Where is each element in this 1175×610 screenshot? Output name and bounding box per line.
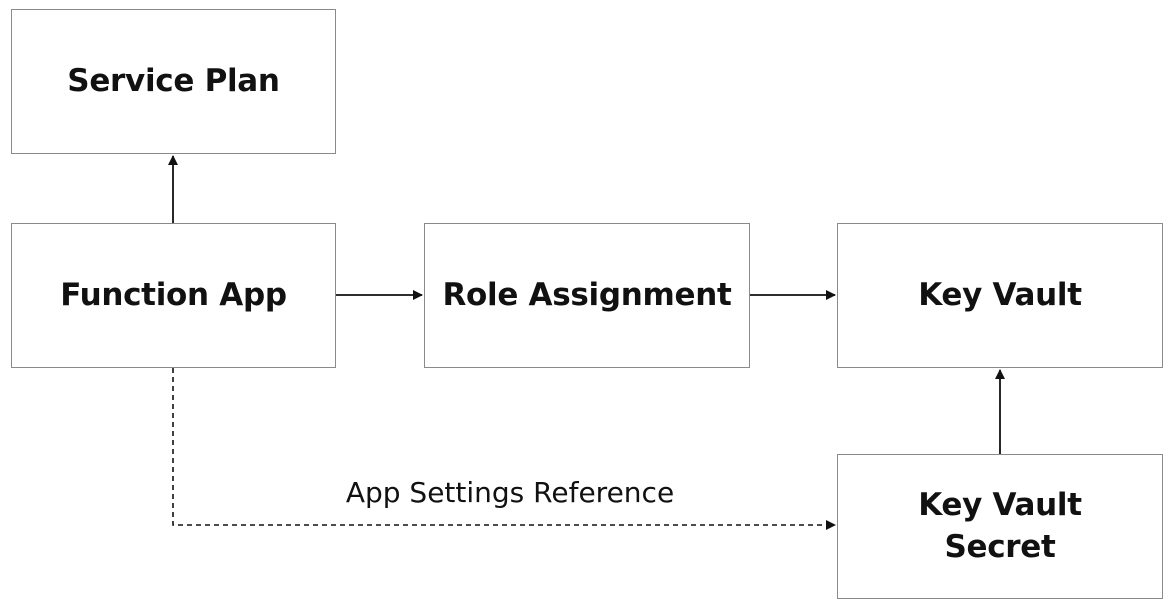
key-vault-label: Key Vault: [918, 276, 1082, 313]
key-vault-node: Key Vault: [837, 223, 1163, 368]
key-vault-secret-label-line1: Key Vault: [918, 486, 1082, 523]
key-vault-secret-node: Key Vault Secret: [837, 454, 1163, 599]
function-app-node: Function App: [11, 223, 336, 368]
service-plan-node: Service Plan: [11, 9, 336, 154]
role-assignment-node: Role Assignment: [424, 223, 750, 368]
app-settings-reference-label: App Settings Reference: [345, 476, 675, 509]
key-vault-secret-label: Key Vault Secret: [918, 485, 1082, 569]
service-plan-label: Service Plan: [67, 62, 280, 99]
role-assignment-label: Role Assignment: [442, 276, 732, 313]
dashed-arrow-function-app-to-key-vault-secret: [172, 368, 836, 530]
key-vault-secret-label-line2: Secret: [944, 528, 1056, 565]
function-app-label: Function App: [60, 276, 287, 313]
